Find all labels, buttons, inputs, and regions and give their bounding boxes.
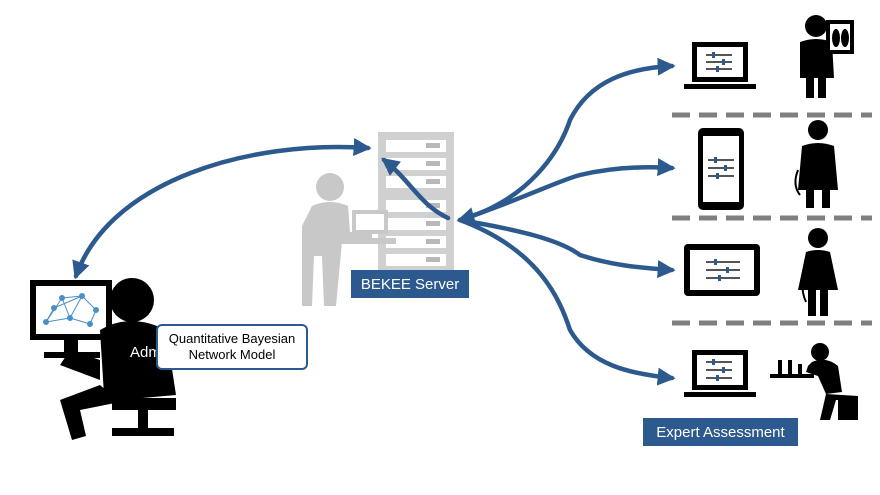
expert-assessment-label: Expert Assessment bbox=[643, 418, 798, 446]
callout-line-1: Quantitative Bayesian bbox=[168, 331, 296, 346]
bayesian-model-callout: Quantitative Bayesian Network Model bbox=[156, 324, 308, 370]
lab-scientist-icon bbox=[770, 343, 858, 420]
server-internal-arrow bbox=[381, 157, 451, 221]
server-expert-arrow-3 bbox=[457, 217, 676, 279]
admin-server-arrow bbox=[72, 138, 372, 280]
server-expert-arrow-1 bbox=[456, 57, 676, 225]
admin-label: Adm bbox=[130, 344, 161, 361]
laptop-icon bbox=[684, 42, 756, 89]
server-rack-icon bbox=[378, 132, 454, 280]
server-expert-arrow-4 bbox=[457, 217, 676, 386]
nurse-icon bbox=[798, 228, 838, 316]
desktop-icon bbox=[684, 350, 756, 397]
expert-dividers bbox=[672, 112, 872, 326]
surgeon-icon bbox=[794, 120, 838, 208]
tablet-icon bbox=[698, 128, 744, 210]
server-label: BEKEE Server bbox=[351, 270, 469, 298]
radiologist-icon bbox=[800, 15, 854, 98]
monitor-icon bbox=[684, 244, 760, 296]
server-expert-arrow-2 bbox=[457, 158, 676, 223]
bayesian-network-icon bbox=[43, 293, 99, 327]
callout-line-2: Network Model bbox=[188, 347, 276, 362]
